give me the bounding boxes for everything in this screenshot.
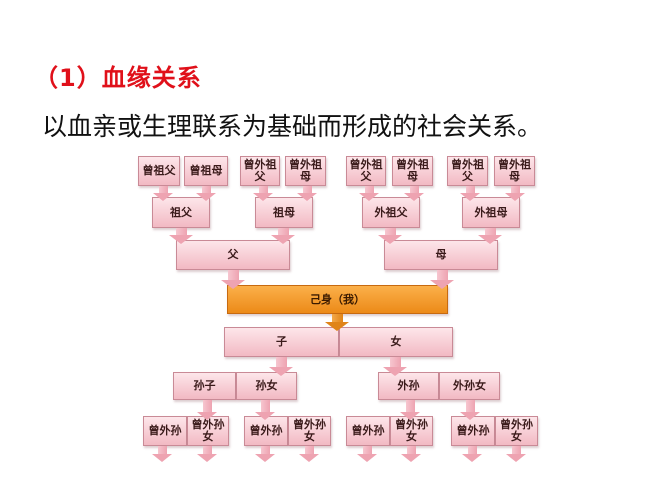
node-great-maternal-grandfather: 曾外祖 父	[240, 156, 280, 186]
node-maternal-granddaughter: 外孙女	[439, 372, 500, 400]
node-grandson: 孙子	[173, 372, 236, 400]
node-mother: 母	[384, 240, 498, 270]
definition-text: 以血亲或生理联系为基础而形成的社会关系。	[42, 112, 543, 141]
node-grandfather: 祖父	[152, 197, 210, 228]
node-great-granddaughter: 曾外孙 女	[288, 416, 331, 446]
node-great-maternal-grandfather: 曾外祖 父	[346, 156, 386, 186]
node-great-grandson: 曾外孙	[451, 416, 495, 446]
node-son: 子	[224, 327, 339, 357]
node-daughter: 女	[339, 327, 453, 357]
node-great-granddaughter: 曾外孙 女	[390, 416, 433, 446]
node-maternal-grandmother: 外祖母	[462, 197, 520, 228]
node-great-grandfather: 曾祖父	[138, 156, 180, 186]
node-grandmother: 祖母	[255, 197, 313, 228]
node-great-granddaughter: 曾外孙 女	[187, 416, 229, 446]
node-great-grandson: 曾外孙	[244, 416, 288, 446]
node-great-maternal-grandmother: 曾外祖 母	[392, 156, 433, 186]
node-granddaughter: 孙女	[236, 372, 297, 400]
node-self: 己身（我）	[227, 285, 448, 314]
node-great-maternal-grandmother: 曾外祖 母	[494, 156, 535, 186]
node-maternal-grandson: 外孙	[378, 372, 439, 400]
section-heading: （1）血缘关系	[34, 64, 202, 92]
node-father: 父	[176, 240, 290, 270]
node-great-grandson: 曾外孙	[143, 416, 187, 446]
node-great-maternal-grandfather: 曾外祖 父	[447, 156, 488, 186]
node-great-grandmother: 曾祖母	[184, 156, 228, 186]
node-great-grandson: 曾外孙	[346, 416, 390, 446]
node-great-maternal-grandmother: 曾外祖 母	[285, 156, 326, 186]
node-maternal-grandfather: 外祖父	[362, 197, 420, 228]
node-great-granddaughter: 曾外孙 女	[495, 416, 538, 446]
